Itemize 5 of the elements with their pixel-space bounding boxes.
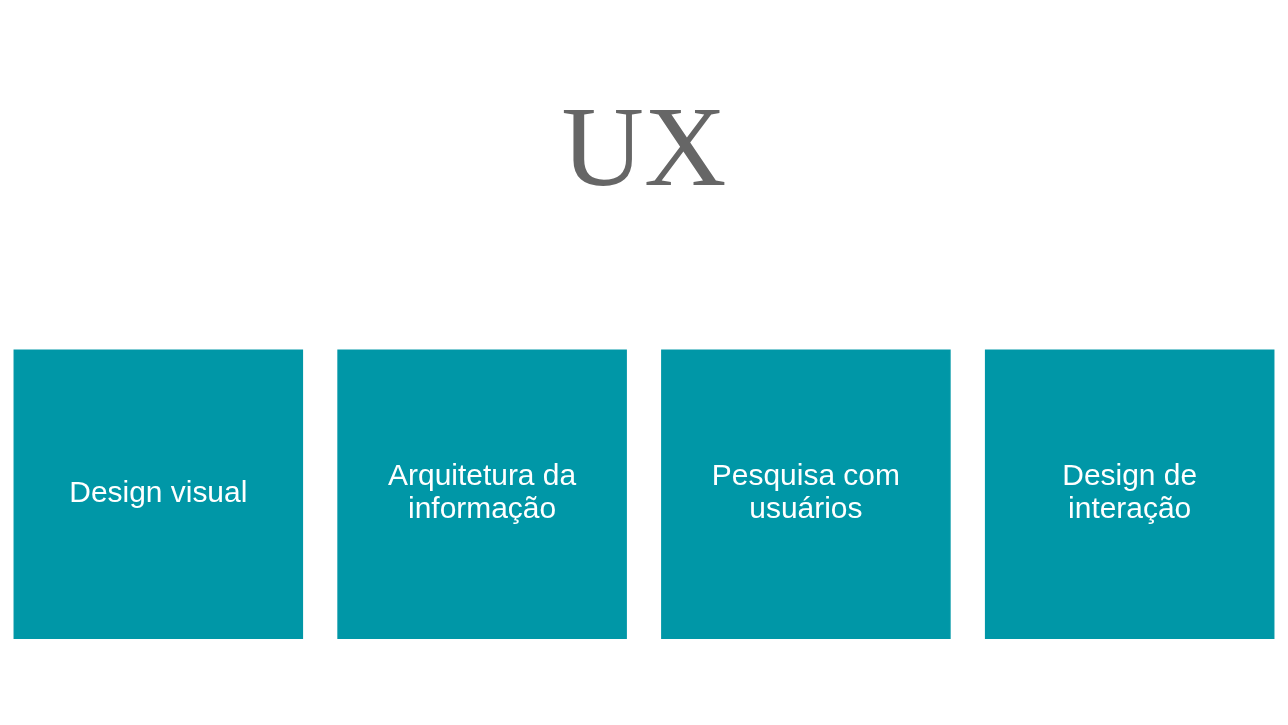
node-box: Design de interação [984,348,1275,639]
node-box: Pesquisa com usuários [661,348,951,639]
diagram-title: UX [561,82,727,210]
node-box: Arquitetura da informação [337,348,627,639]
node-box: Design visual [13,348,304,639]
